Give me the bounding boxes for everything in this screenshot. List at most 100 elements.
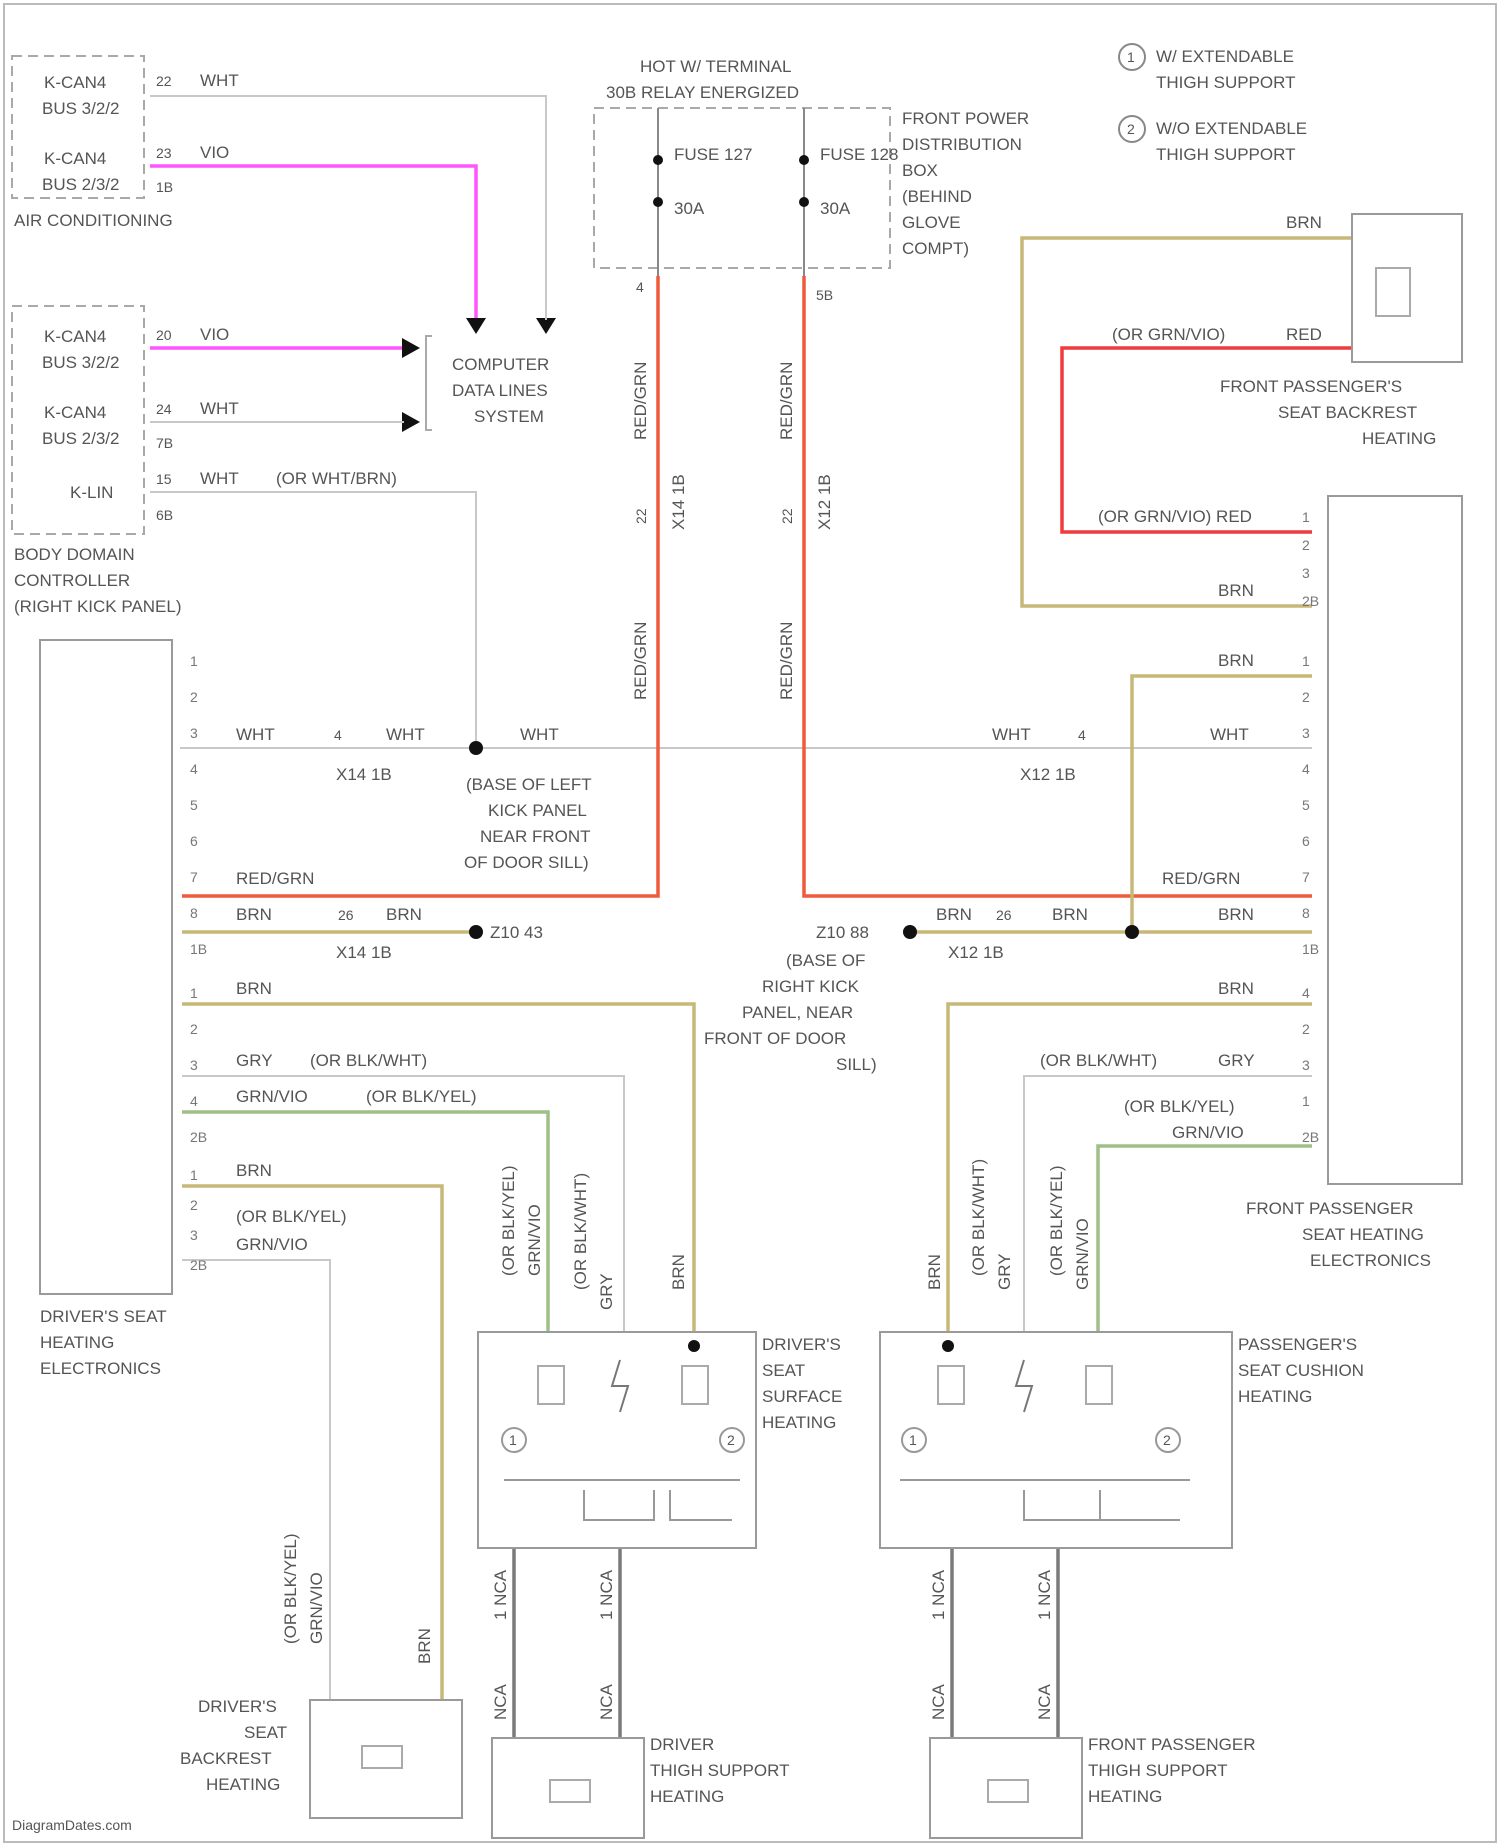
fusebox-pin1: 4 (636, 279, 644, 295)
thigh-rh-a: FRONT PASSENGER (1088, 1735, 1256, 1754)
bdc-name-b: CONTROLLER (14, 571, 130, 590)
lh-pins-b-2: 3 (190, 1057, 198, 1073)
ac-wire2: VIO (200, 143, 229, 162)
lh-pins-a-4: 5 (190, 797, 198, 813)
fusebox-name-f: COMPT) (902, 239, 969, 258)
bdc-name-a: BODY DOMAIN (14, 545, 135, 564)
thigh-lh-a: DRIVER (650, 1735, 714, 1754)
ac-name: AIR CONDITIONING (14, 211, 173, 230)
bdc-kcan1-b: BUS 3/2/2 (42, 353, 120, 372)
ac-kcan2-b: BUS 2/3/2 (42, 175, 120, 194)
fuse-wire-right: RED/GRN (777, 362, 796, 440)
x14-conn: X14 1B (669, 474, 688, 530)
wire-backrest-red (1062, 348, 1352, 532)
v-d3: BRN (669, 1254, 688, 1290)
rh-pins-c-4: 2B (1302, 1129, 1319, 1145)
lh-w7: RED/GRN (236, 869, 314, 888)
lh-pin-labels: 123456781B12342B1232B (190, 653, 207, 1273)
bdc-name-c: (RIGHT KICK PANEL) (14, 597, 182, 616)
bdc-conn2: 7B (156, 435, 173, 451)
v-p3: (OR BLK/YEL) (1047, 1165, 1066, 1276)
backrest-lh-d: HEATING (206, 1775, 280, 1794)
lh-pins-a-2: 3 (190, 725, 198, 741)
legend-text-2a: W/O EXTENDABLE (1156, 119, 1307, 138)
lh-wb4alt: (OR BLK/YEL) (366, 1087, 477, 1106)
lh-pins-c-2: 3 (190, 1227, 198, 1243)
lh-wb4: GRN/VIO (236, 1087, 308, 1106)
rh-w3b: WHT (992, 725, 1031, 744)
legend-num-2: 2 (1127, 121, 1135, 137)
ac-pin2: 23 (156, 145, 172, 161)
wire-klin (150, 492, 476, 748)
rh-pins-b-1: 2 (1302, 689, 1310, 705)
rh-pins-b-2: 3 (1302, 725, 1310, 741)
rh-pins-a-2: 3 (1302, 565, 1310, 581)
lh-splice-a: (BASE OF LEFT (466, 775, 592, 794)
thigh-w1: 1 NCA (491, 1569, 510, 1620)
lh-w3: WHT (236, 725, 275, 744)
x12-conn: X12 1B (815, 474, 834, 530)
surface-c2: 2 (727, 1432, 735, 1448)
legend-text-2b: THIGH SUPPORT (1156, 145, 1295, 164)
rh-x12-pin3: 4 (1078, 727, 1086, 743)
arrow-bdc-vio (402, 338, 420, 358)
backrest-lh-a: DRIVER'S (198, 1697, 277, 1716)
rh-pins-c-1: 2 (1302, 1021, 1310, 1037)
bdc-pin1: 20 (156, 327, 172, 343)
rh-wb4alt: (OR BLK/YEL) (1124, 1097, 1235, 1116)
thigh-rh-c: HEATING (1088, 1787, 1162, 1806)
rh-pins-c-0: 4 (1302, 985, 1310, 1001)
legend: 1 W/ EXTENDABLE THIGH SUPPORT 2 W/O EXTE… (1119, 44, 1307, 164)
rh-name-a: FRONT PASSENGER (1246, 1199, 1414, 1218)
fuse-127-amp: 30A (674, 199, 705, 218)
rh-splice-d: FRONT OF DOOR (704, 1029, 846, 1048)
lh-wc2alt: (OR BLK/YEL) (236, 1207, 347, 1226)
wire-brn-right-up (1132, 676, 1312, 932)
backrest-rh-name-c: HEATING (1362, 429, 1436, 448)
drivers-seat-surface-heating: 1 2 DRIVER'S SEAT SURFACE HEATING (478, 1332, 842, 1548)
thigh-w3: 1 NCA (929, 1569, 948, 1620)
surface-c1: 1 (509, 1432, 517, 1448)
thigh-support-heating: 1 NCA 1 NCA 1 NCA 1 NCA NCA NCA NCA NCA … (491, 1569, 1256, 1838)
fuse-wire-left-2: RED/GRN (631, 622, 650, 700)
v-p1: BRN (925, 1254, 944, 1290)
bdc-pin2: 24 (156, 401, 172, 417)
backrest-rh-name-b: SEAT BACKREST (1278, 403, 1417, 422)
thigh-w5: NCA (491, 1683, 510, 1720)
ac-conn: 1B (156, 179, 173, 195)
ac-kcan2-a: K-CAN4 (44, 149, 106, 168)
v-d2: (OR BLK/WHT) (571, 1173, 590, 1290)
legend-num-1: 1 (1127, 49, 1135, 65)
rh-pins-b-5: 6 (1302, 833, 1310, 849)
fusebox-title-a: HOT W/ TERMINAL (640, 57, 791, 76)
rh-w3: WHT (1210, 725, 1249, 744)
x12-pin-22: 22 (779, 508, 795, 524)
v-p2b: GRY (995, 1253, 1014, 1290)
fusebox-name-a: FRONT POWER (902, 109, 1029, 128)
wire-ac-wht (150, 96, 546, 320)
lh-wb3: GRY (236, 1051, 273, 1070)
lh-x14-8: X14 1B (336, 943, 392, 962)
cushion-name-b: SEAT CUSHION (1238, 1361, 1364, 1380)
rh-splice-b: RIGHT KICK (762, 977, 860, 996)
lh-pins-b-3: 4 (190, 1093, 198, 1109)
thigh-wires (514, 1540, 1058, 1770)
bdc-wire2: WHT (200, 399, 239, 418)
thigh-w7: NCA (929, 1683, 948, 1720)
diagram-border (4, 4, 1496, 1842)
rh-pins-b-8: 1B (1302, 941, 1319, 957)
fusebox-title-b: 30B RELAY ENERGIZED (606, 83, 799, 102)
surface-name-b: SEAT (762, 1361, 805, 1380)
lh-pins-a-6: 7 (190, 869, 198, 885)
rh-pins-b-3: 4 (1302, 761, 1310, 777)
bdc-kcan1-a: K-CAN4 (44, 327, 106, 346)
thigh-rh-b: THIGH SUPPORT (1088, 1761, 1227, 1780)
lh-name-a: DRIVER'S SEAT (40, 1307, 167, 1326)
lh-wc3: GRN/VIO (236, 1235, 308, 1254)
bdc-kcan2-a: K-CAN4 (44, 403, 106, 422)
v-bk1b: GRN/VIO (307, 1572, 326, 1644)
rh-pins-b-0: 1 (1302, 653, 1310, 669)
fusebox-pin2: 5B (816, 287, 833, 303)
lh-x14-pin8: 26 (338, 907, 354, 923)
